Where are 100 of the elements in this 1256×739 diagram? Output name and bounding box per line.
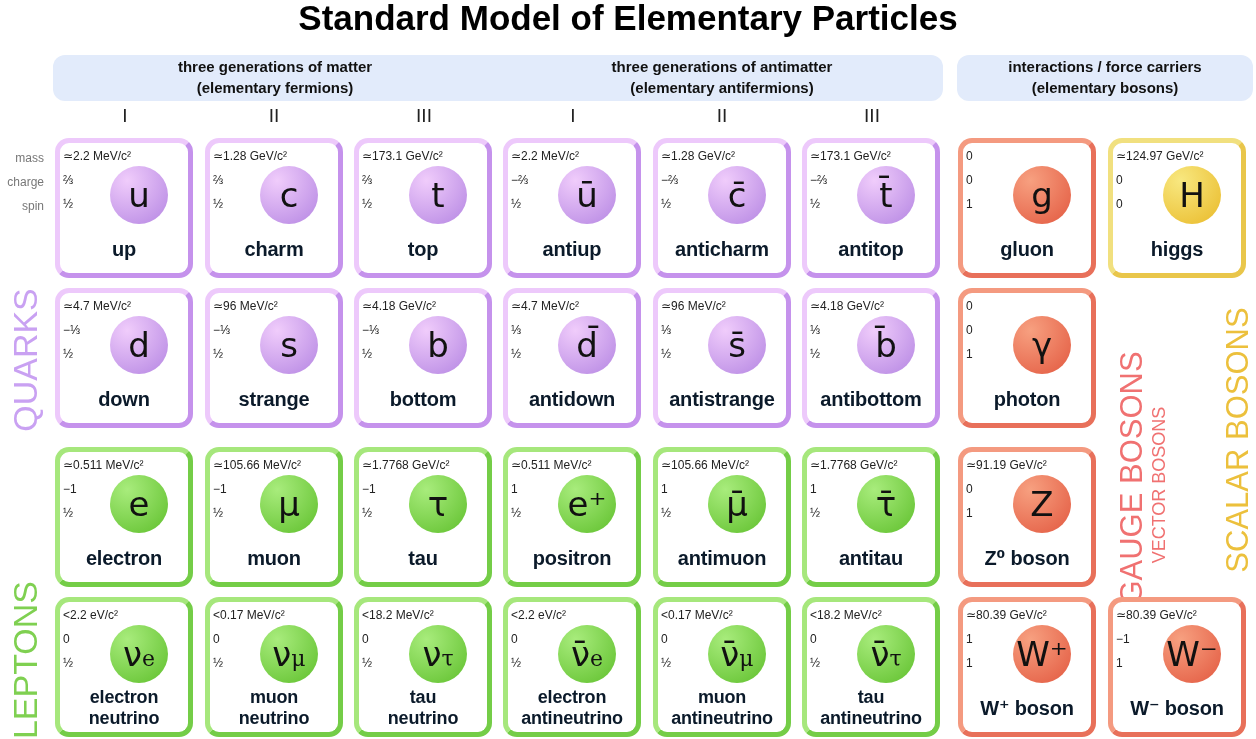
charge-value: −1 xyxy=(1116,632,1130,646)
spin-value: ½ xyxy=(63,656,73,670)
particle-card xyxy=(503,447,641,587)
mass-value: <0.17 MeV/c² xyxy=(661,608,733,622)
mass-value: ≃0.511 MeV/c² xyxy=(63,458,144,472)
particle-card xyxy=(503,597,641,737)
particle-symbol: d xyxy=(128,328,150,362)
particle-name: tau xyxy=(407,546,439,570)
charge-value: 0 xyxy=(661,632,668,646)
particle-circle xyxy=(558,475,616,533)
charge-value: 0 xyxy=(1116,173,1123,187)
mass-value: ≃173.1 GeV/c² xyxy=(810,149,891,163)
particle-name: muon xyxy=(246,546,302,570)
particle-name: muon neutrino xyxy=(238,687,310,729)
particle-circle xyxy=(1013,625,1071,683)
mass-value: <2.2 eV/c² xyxy=(63,608,119,622)
particle-circle xyxy=(708,475,766,533)
spin-value: ½ xyxy=(362,347,372,361)
particle-name: gluon xyxy=(999,237,1055,261)
charge-value: 0 xyxy=(966,323,973,337)
mass-value: <2.2 eV/c² xyxy=(511,608,567,622)
particle-name: top xyxy=(406,237,440,261)
generation-numeral: III xyxy=(416,105,432,127)
particle-name: down xyxy=(97,387,151,411)
particle-name: up xyxy=(110,237,137,261)
mass-value: ≃96 MeV/c² xyxy=(213,299,278,313)
charge-value: ⅔ xyxy=(362,173,372,187)
particle-card xyxy=(802,288,940,428)
particle-circle xyxy=(409,475,467,533)
particle-name: antistrange xyxy=(668,387,776,411)
charge-value: 0 xyxy=(966,173,973,187)
particle-name: positron xyxy=(531,546,613,570)
particle-symbol: t xyxy=(431,178,445,212)
particle-symbol: c̄ xyxy=(727,178,747,212)
particle-name: antitop xyxy=(837,237,905,261)
particle-circle xyxy=(260,475,318,533)
particle-name: electron neutrino xyxy=(88,687,160,729)
particle-name: antimuon xyxy=(676,546,768,570)
particle-card xyxy=(958,288,1096,428)
spin-value: ½ xyxy=(810,656,820,670)
spin-value: ½ xyxy=(661,197,671,211)
mass-value: 0 xyxy=(966,149,973,163)
spin-value: ½ xyxy=(661,347,671,361)
spin-value: ½ xyxy=(213,506,223,520)
particle-symbol: Z xyxy=(1030,487,1054,521)
generation-numeral: III xyxy=(864,105,880,127)
header-band xyxy=(957,55,1253,101)
spin-value: 1 xyxy=(966,197,973,211)
mass-value: <18.2 MeV/c² xyxy=(362,608,434,622)
charge-value: −1 xyxy=(63,482,77,496)
spin-value: ½ xyxy=(661,506,671,520)
mass-value: ≃1.28 GeV/c² xyxy=(661,149,736,163)
particle-name: antitau xyxy=(837,546,905,570)
mass-value: ≃105.66 MeV/c² xyxy=(661,458,750,472)
spin-value: ½ xyxy=(362,656,372,670)
particle-symbol: μ̄ xyxy=(726,487,748,521)
charge-value: 0 xyxy=(511,632,518,646)
spin-value: 1 xyxy=(1116,656,1123,670)
charge-value: 1 xyxy=(810,482,817,496)
spin-value: ½ xyxy=(362,506,372,520)
charge-value: −⅔ xyxy=(511,173,528,187)
property-label: spin xyxy=(22,199,44,213)
mass-value: <18.2 MeV/c² xyxy=(810,608,882,622)
particle-card xyxy=(503,138,641,278)
spin-value: ½ xyxy=(213,347,223,361)
particle-circle xyxy=(708,316,766,374)
particle-symbol: τ xyxy=(427,487,449,521)
mass-value: ≃4.7 MeV/c² xyxy=(511,299,580,313)
mass-value: ≃1.7768 GeV/c² xyxy=(362,458,450,472)
mass-value: ≃1.7768 GeV/c² xyxy=(810,458,898,472)
particle-symbol: s xyxy=(280,328,298,362)
property-label: mass xyxy=(15,151,44,165)
spin-value: ½ xyxy=(362,197,372,211)
particle-symbol: γ xyxy=(1031,328,1053,362)
particle-card xyxy=(653,288,791,428)
particle-circle xyxy=(558,316,616,374)
particle-card xyxy=(354,597,492,737)
particle-card xyxy=(55,138,193,278)
header-band xyxy=(53,55,943,101)
particle-name: tau neutrino xyxy=(387,687,459,729)
particle-card xyxy=(653,447,791,587)
particle-symbol: ū xyxy=(576,178,598,212)
charge-value: −⅔ xyxy=(661,173,678,187)
particle-card xyxy=(802,597,940,737)
particle-circle xyxy=(1013,316,1071,374)
particle-circle xyxy=(857,166,915,224)
particle-name: bottom xyxy=(388,387,458,411)
charge-value: 0 xyxy=(810,632,817,646)
particle-card xyxy=(653,597,791,737)
spin-value: 0 xyxy=(1116,197,1123,211)
particle-name: higgs xyxy=(1149,237,1205,261)
charge-value: 0 xyxy=(213,632,220,646)
property-label: charge xyxy=(7,175,44,189)
charge-value: 1 xyxy=(966,632,973,646)
particle-card xyxy=(1108,138,1246,278)
spin-value: ½ xyxy=(511,347,521,361)
mass-value: <0.17 MeV/c² xyxy=(213,608,285,622)
mass-value: ≃4.18 GeV/c² xyxy=(810,299,885,313)
particle-card xyxy=(55,288,193,428)
particle-name: charm xyxy=(243,237,305,261)
